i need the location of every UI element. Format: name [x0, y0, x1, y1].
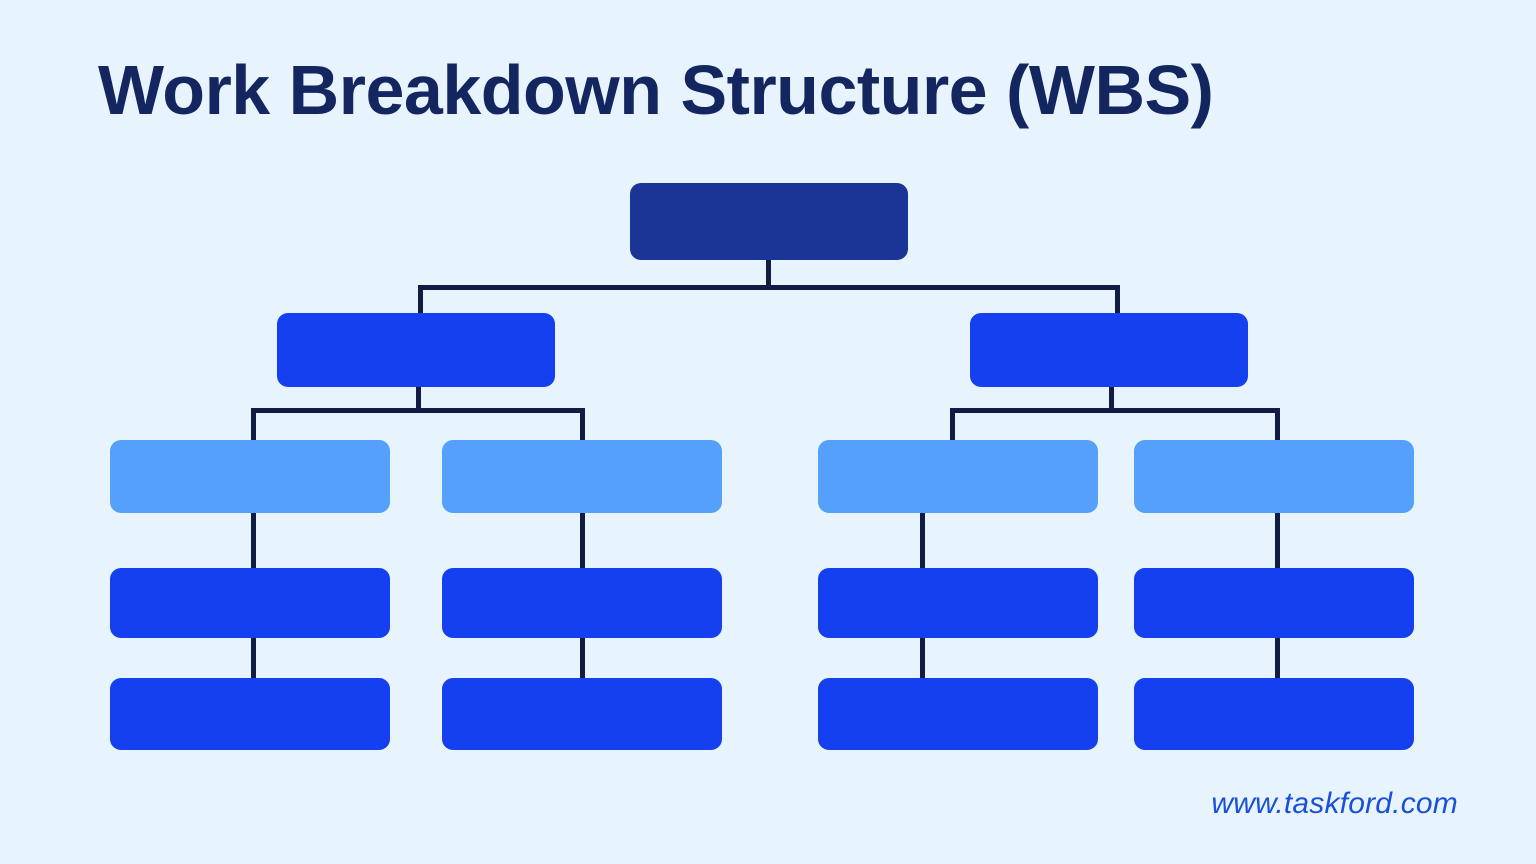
wbs-node-label [818, 568, 1098, 638]
wbs-node-label [442, 678, 722, 750]
wbs-node-sub-deliverable-1[interactable] [110, 440, 390, 513]
wbs-node-label [1134, 678, 1414, 750]
connector-sub4-to-wp [1275, 510, 1280, 572]
connector-root-bus [418, 285, 1120, 290]
wbs-node-activity-2[interactable] [442, 678, 722, 750]
connector-major2-drop-b [1275, 408, 1280, 443]
wbs-node-label [818, 678, 1098, 750]
connector-major1-bus [251, 408, 585, 413]
connector-major2-drop-a [950, 408, 955, 443]
connector-major2-stem [1109, 386, 1114, 412]
wbs-node-label [110, 568, 390, 638]
wbs-node-activity-4[interactable] [1134, 678, 1414, 750]
connector-major1-drop-b [580, 408, 585, 443]
wbs-node-work-package-4[interactable] [1134, 568, 1414, 638]
connector-major2-bus [950, 408, 1280, 413]
site-url-watermark: www.taskford.com [1211, 787, 1458, 820]
wbs-node-sub-deliverable-4[interactable] [1134, 440, 1414, 513]
connector-wp2-to-activity [580, 635, 585, 683]
wbs-node-root[interactable] [630, 183, 908, 260]
connector-sub2-to-wp [580, 510, 585, 572]
wbs-node-activity-3[interactable] [818, 678, 1098, 750]
connector-root-stem [766, 259, 771, 289]
page-title: Work Breakdown Structure (WBS) [98, 51, 1214, 129]
connector-major1-stem [416, 386, 421, 412]
wbs-node-major-deliverable-2[interactable] [970, 313, 1248, 387]
wbs-node-label [110, 678, 390, 750]
connector-root-drop-right [1115, 285, 1120, 315]
wbs-node-label [1134, 440, 1414, 513]
wbs-node-work-package-2[interactable] [442, 568, 722, 638]
wbs-node-label [818, 440, 1098, 513]
wbs-node-label [442, 440, 722, 513]
connector-wp3-to-activity [920, 635, 925, 683]
wbs-node-sub-deliverable-3[interactable] [818, 440, 1098, 513]
connector-major1-drop-a [251, 408, 256, 443]
wbs-node-label [277, 313, 555, 387]
wbs-node-work-package-3[interactable] [818, 568, 1098, 638]
wbs-node-major-deliverable-1[interactable] [277, 313, 555, 387]
wbs-node-label [970, 313, 1248, 387]
wbs-node-label [442, 568, 722, 638]
wbs-node-work-package-1[interactable] [110, 568, 390, 638]
connector-sub3-to-wp [920, 510, 925, 572]
wbs-node-label [1134, 568, 1414, 638]
connector-root-drop-left [418, 285, 423, 315]
connector-wp1-to-activity [251, 635, 256, 683]
connector-wp4-to-activity [1275, 635, 1280, 683]
connector-sub1-to-wp [251, 510, 256, 572]
wbs-node-label [630, 183, 908, 260]
wbs-node-activity-1[interactable] [110, 678, 390, 750]
wbs-node-label [110, 440, 390, 513]
wbs-node-sub-deliverable-2[interactable] [442, 440, 722, 513]
